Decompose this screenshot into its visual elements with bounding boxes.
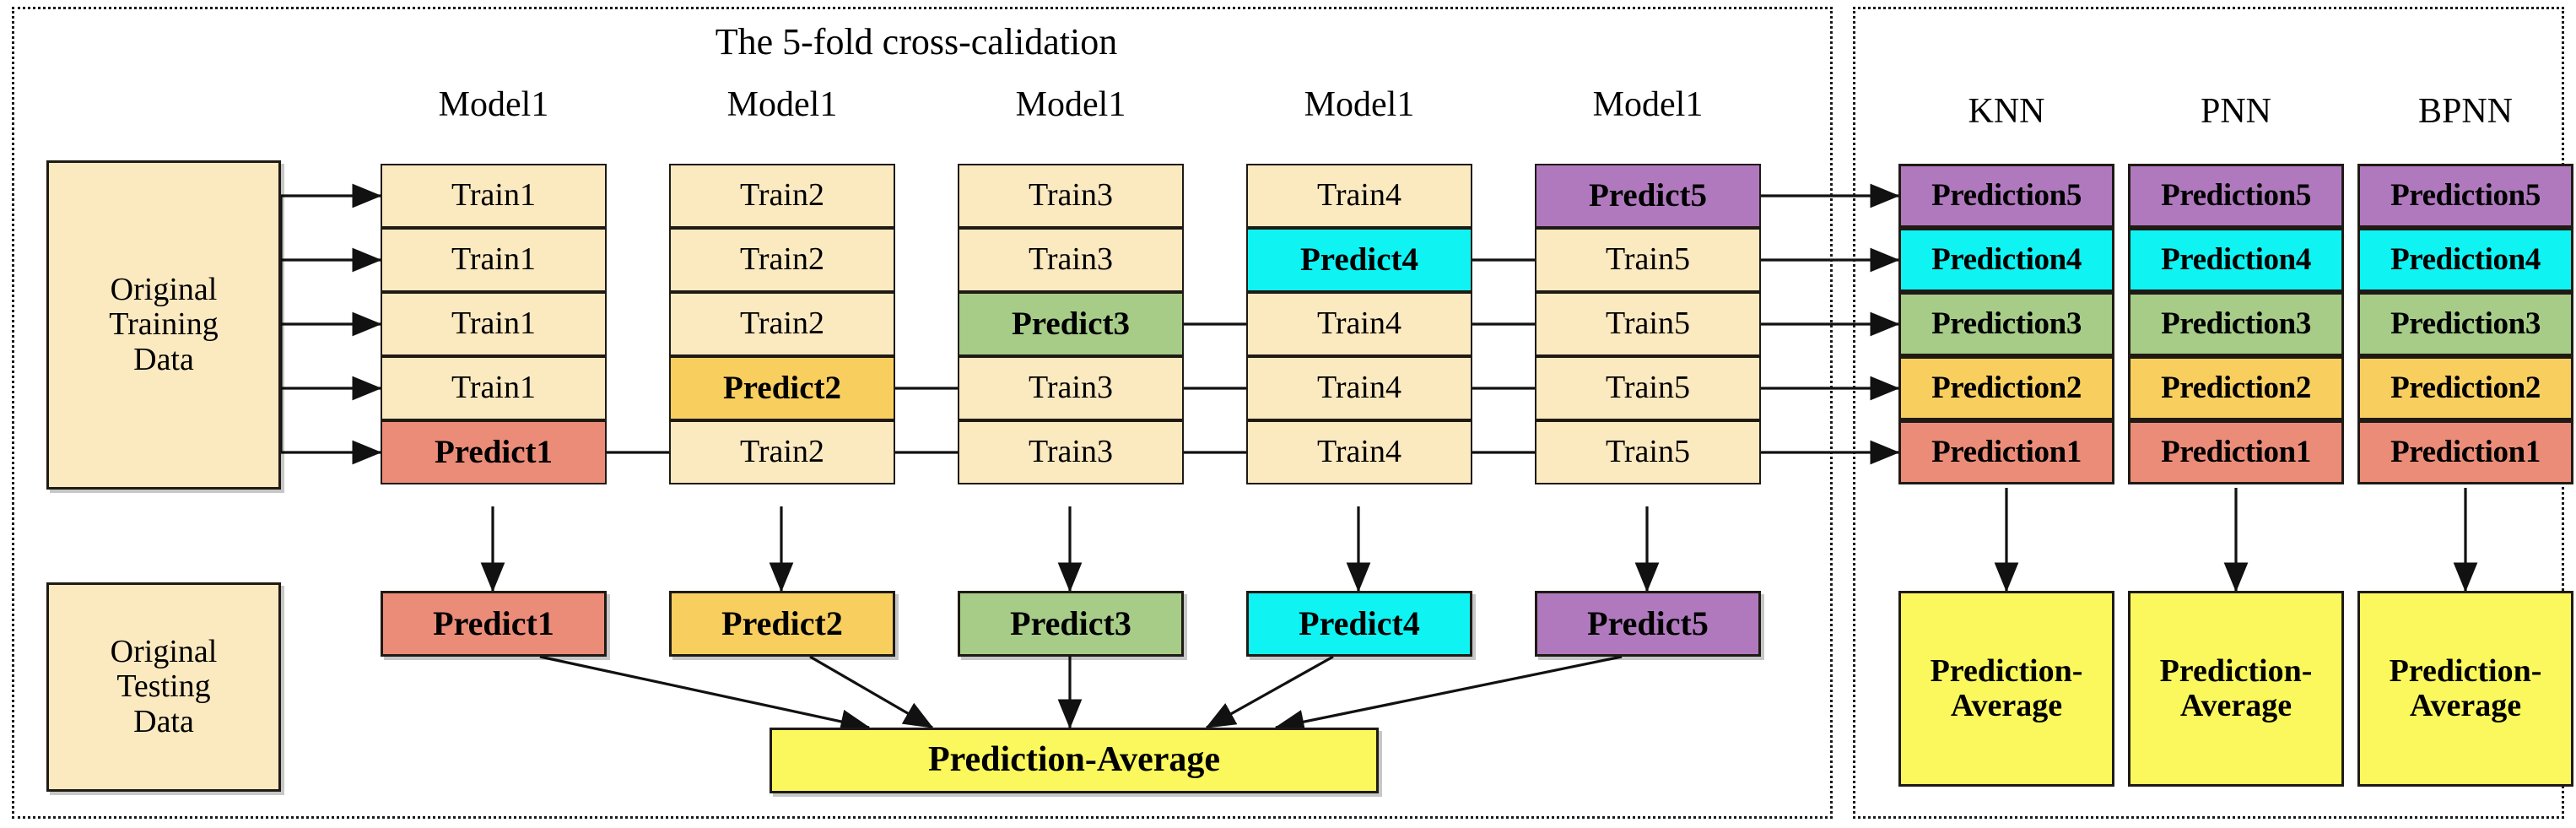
fold-header-3: Model1 (1015, 85, 1126, 124)
fold2-row4-predict: Predict2 (669, 356, 895, 420)
testing-line-1: Original (110, 634, 218, 670)
avg-knn-line1: Prediction- (1930, 652, 2083, 689)
matrix-knn-prediction2: Prediction2 (1898, 356, 2114, 420)
fold4-row5: Train4 (1246, 420, 1472, 484)
fold2-row3: Train2 (669, 292, 895, 356)
right-header-bpnn: BPNN (2417, 92, 2514, 131)
prediction-average-box-left: Prediction-Average (770, 728, 1379, 793)
predict-box-1: Predict1 (381, 591, 607, 657)
fold5-row4: Train5 (1535, 356, 1761, 420)
matrix-pnn-prediction1: Prediction1 (2128, 420, 2344, 484)
prediction-average-knn: Prediction- Average (1898, 591, 2114, 787)
matrix-pnn-prediction5: Prediction5 (2128, 164, 2344, 228)
matrix-knn-prediction4: Prediction4 (1898, 228, 2114, 292)
fold4-row1: Train4 (1246, 164, 1472, 228)
matrix-pnn-prediction2: Prediction2 (2128, 356, 2344, 420)
fold4-row3: Train4 (1246, 292, 1472, 356)
predict-box-3: Predict3 (958, 591, 1184, 657)
matrix-pnn-prediction3: Prediction3 (2128, 292, 2344, 356)
training-line-1: Original (110, 272, 218, 308)
matrix-pnn-prediction4: Prediction4 (2128, 228, 2344, 292)
fold-header-2: Model1 (726, 85, 838, 124)
matrix-bpnn-prediction3: Prediction3 (2357, 292, 2573, 356)
fold5-row5: Train5 (1535, 420, 1761, 484)
fold3-row4: Train3 (958, 356, 1184, 420)
matrix-bpnn-prediction4: Prediction4 (2357, 228, 2573, 292)
fold-header-5: Model1 (1592, 85, 1704, 124)
fold-header-4: Model1 (1304, 85, 1415, 124)
fold5-row1-predict: Predict5 (1535, 164, 1761, 228)
training-line-3: Data (133, 341, 194, 377)
fold3-row2: Train3 (958, 228, 1184, 292)
avg-bpnn-line1: Prediction- (2389, 652, 2542, 689)
testing-line-2: Testing (116, 668, 211, 705)
fold1-row5-predict: Predict1 (381, 420, 607, 484)
original-training-data-box: Original Training Data (46, 160, 281, 490)
matrix-bpnn-prediction5: Prediction5 (2357, 164, 2573, 228)
matrix-bpnn-prediction2: Prediction2 (2357, 356, 2573, 420)
matrix-knn-prediction1: Prediction1 (1898, 420, 2114, 484)
right-header-knn: KNN (1968, 92, 2045, 131)
matrix-bpnn-prediction1: Prediction1 (2357, 420, 2573, 484)
predict-box-4: Predict4 (1246, 591, 1472, 657)
fold2-row1: Train2 (669, 164, 895, 228)
avg-bpnn-line2: Average (2409, 688, 2522, 723)
matrix-knn-prediction5: Prediction5 (1898, 164, 2114, 228)
fold1-row2: Train1 (381, 228, 607, 292)
fold-header-1: Model1 (438, 85, 549, 124)
fold2-row5: Train2 (669, 420, 895, 484)
fold3-row5: Train3 (958, 420, 1184, 484)
testing-line-3: Data (133, 703, 194, 739)
fold5-row3: Train5 (1535, 292, 1761, 356)
fold4-row2-predict: Predict4 (1246, 228, 1472, 292)
prediction-average-bpnn: Prediction- Average (2357, 591, 2573, 787)
fold1-row3: Train1 (381, 292, 607, 356)
predict-box-5: Predict5 (1535, 591, 1761, 657)
prediction-average-pnn: Prediction- Average (2128, 591, 2344, 787)
fold3-row1: Train3 (958, 164, 1184, 228)
fold1-row4: Train1 (381, 356, 607, 420)
page-title: The 5-fold cross-calidation (715, 21, 1118, 62)
avg-pnn-line2: Average (2179, 688, 2292, 723)
fold4-row4: Train4 (1246, 356, 1472, 420)
fold5-row2: Train5 (1535, 228, 1761, 292)
original-testing-data-box: Original Testing Data (46, 582, 281, 792)
fold1-row1: Train1 (381, 164, 607, 228)
training-line-2: Training (109, 306, 219, 343)
predict-box-2: Predict2 (669, 591, 895, 657)
avg-pnn-line1: Prediction- (2159, 652, 2313, 689)
fold3-row3-predict: Predict3 (958, 292, 1184, 356)
fold2-row2: Train2 (669, 228, 895, 292)
right-header-pnn: PNN (2200, 92, 2272, 131)
left-panel-border (12, 7, 1833, 819)
matrix-knn-prediction3: Prediction3 (1898, 292, 2114, 356)
avg-knn-line2: Average (1950, 688, 2063, 723)
